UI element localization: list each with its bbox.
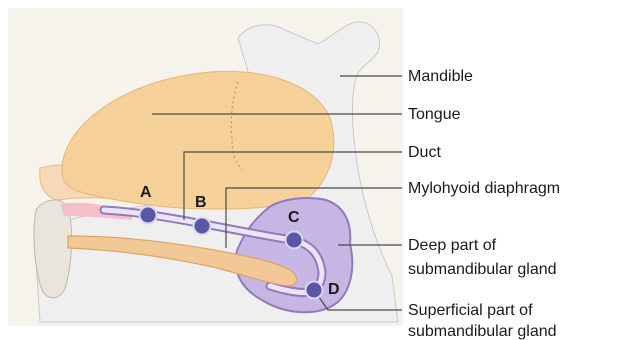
point-d-label: D — [328, 281, 340, 298]
deep-part-label-line1: Deep part of — [408, 237, 497, 254]
superficial-part-label-line1: Superficial part of — [408, 302, 533, 319]
mandible-label: Mandible — [408, 68, 473, 85]
tongue-label: Tongue — [408, 106, 461, 123]
point-c-label: C — [288, 209, 300, 226]
point-a-label: A — [140, 184, 152, 201]
deep-part-label-line2: submandibular gland — [408, 261, 557, 278]
point-b-label: B — [195, 194, 207, 211]
mylohyoid-label: Mylohyoid diaphragm — [408, 180, 560, 197]
superficial-part-label-line2: submandibular gland — [408, 323, 557, 340]
duct-label: Duct — [408, 144, 441, 161]
